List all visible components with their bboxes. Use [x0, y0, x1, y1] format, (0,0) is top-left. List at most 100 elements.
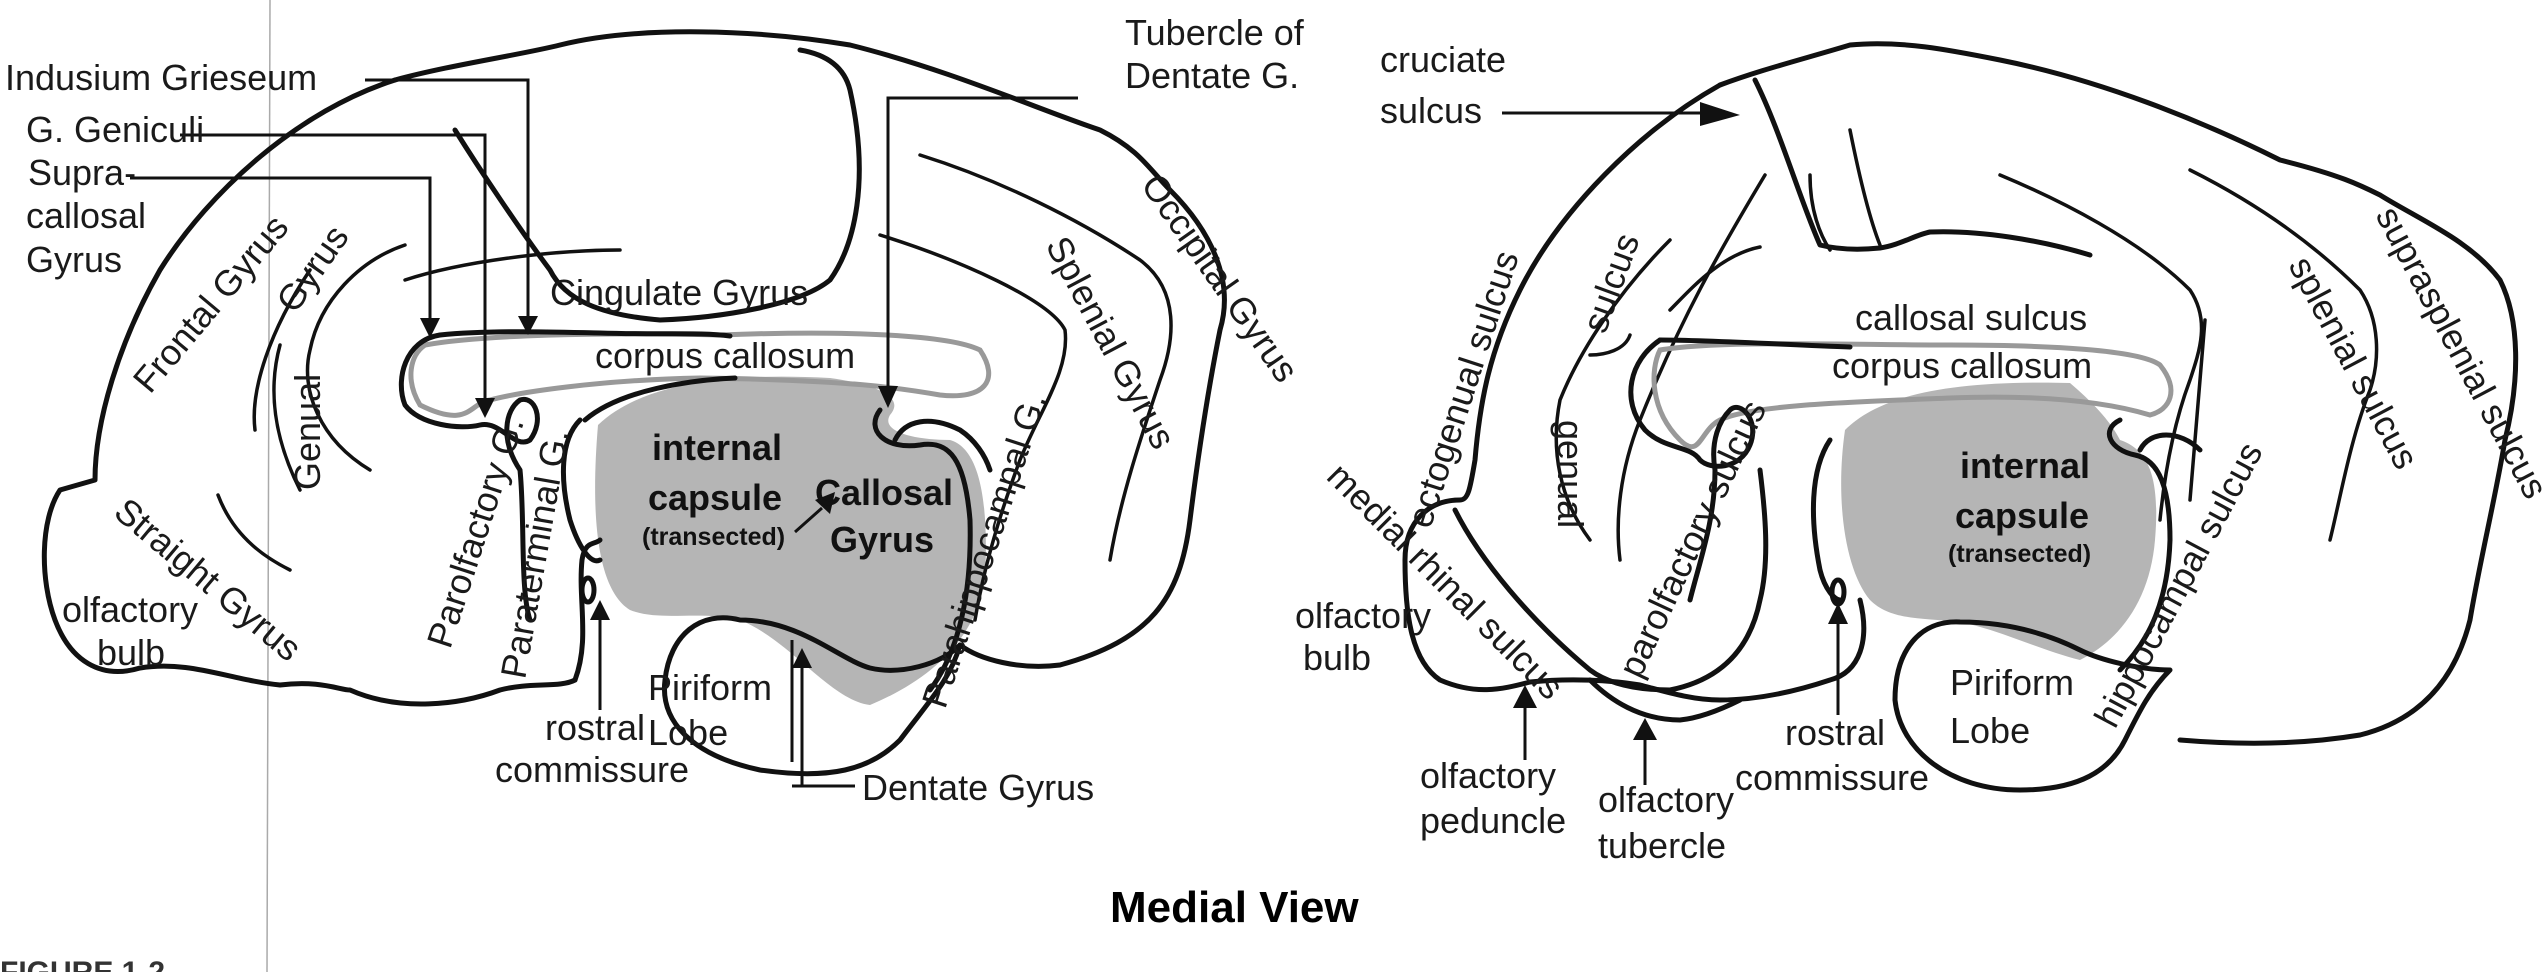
left-callosal-gyrus-border	[872, 407, 973, 693]
label-indusium-grieseum: Indusium Grieseum	[5, 57, 317, 98]
label-left-corpus-callosum: corpus callosum	[595, 335, 855, 376]
label-tubercle-2: Dentate G.	[1125, 55, 1299, 96]
right-capsule-left-border	[1810, 437, 1843, 603]
left-cruciate-curve	[452, 47, 862, 323]
label-callosal-gyrus-2: Gyrus	[830, 519, 934, 560]
left-rostral-commissure-mark	[579, 575, 597, 605]
label-supracallosal-3: Gyrus	[26, 239, 122, 280]
label-right-rostral: rostral	[1785, 712, 1885, 753]
right-genual-notch	[1588, 333, 1632, 357]
right-brain-outline	[1717, 41, 2519, 746]
label-right-transected: (transected)	[1948, 540, 2091, 568]
olfactory-tubercle-arrowhead	[1633, 718, 1657, 740]
right-hippocampal-sulcus-line	[1998, 173, 2204, 522]
label-supracallosal-2: callosal	[26, 195, 146, 236]
label-left-piriform: Piriform	[648, 667, 772, 708]
label-dentate-gyrus: Dentate Gyrus	[862, 767, 1094, 808]
left-internal-capsule-region	[595, 376, 986, 705]
right-internal-capsule-region	[1841, 382, 2157, 660]
label-left-transected: (transected)	[642, 523, 785, 551]
label-right-internal: internal	[1960, 445, 2090, 486]
right-olfactory-tubercle-bulge	[1587, 677, 1743, 723]
right-septum-loop	[1628, 337, 1756, 603]
label-left-olfactory-bulb-1: olfactory	[62, 589, 198, 630]
label-olfactory-peduncle-2: peduncle	[1420, 800, 1566, 841]
label-right-piriform: Piriform	[1950, 662, 2074, 703]
label-splenial-gyrus: Splenial Gyrus	[1038, 230, 1184, 456]
left-straight-sulcus	[216, 493, 292, 572]
label-occipital-gyrus: Occipital Gyrus	[1133, 166, 1307, 389]
label-g-geniculi: G. Geniculi	[26, 109, 204, 150]
label-callosal-sulcus: callosal sulcus	[1855, 297, 2087, 338]
dentate-gyrus-arrowhead	[792, 648, 812, 668]
right-genual-sulcus	[1554, 238, 1672, 542]
right-hook	[2137, 432, 2203, 453]
indusium-grieseum-leader	[365, 78, 530, 318]
cruciate-arrowhead	[1700, 102, 1740, 126]
right-ectogenual-sulcus	[1616, 173, 1767, 562]
label-callosal-gyrus-1: Callosal	[815, 472, 953, 513]
supracallosal-arrowhead	[420, 318, 440, 338]
label-tubercle-1: Tubercle of	[1125, 12, 1305, 53]
indusium-grieseum-arrowhead	[518, 316, 538, 335]
figure-title: Medial View	[1110, 883, 1359, 932]
right-cruciate-contour	[1752, 77, 2093, 258]
right-callosal-sulcus-border	[1657, 337, 1853, 350]
label-olfactory-tubercle-1: olfactory	[1598, 779, 1734, 820]
right-callosal-upper-sulcus	[1668, 245, 1762, 312]
label-right-lobe: Lobe	[1950, 710, 2030, 751]
tubercle-dentate-leader	[886, 96, 1078, 388]
label-left-internal: internal	[652, 427, 782, 468]
label-cingulate-gyrus: Cingulate Gyrus	[550, 272, 808, 313]
supracallosal-leader	[130, 176, 432, 320]
right-medial-rhinal-sulcus	[1452, 467, 1769, 693]
label-left-olfactory-bulb-2: bulb	[97, 632, 165, 673]
label-olfactory-peduncle-1: olfactory	[1420, 755, 1556, 796]
figure-caption-fragment: FIGURE 1-2	[0, 956, 165, 972]
left-paraterminal-contour	[561, 417, 603, 564]
left-capsule-top-border	[582, 375, 738, 423]
label-left-lobe: Lobe	[648, 712, 728, 753]
left-cingulate-sulcus	[403, 248, 622, 282]
label-genual-sulcus-word: sulcus	[1574, 228, 1647, 338]
label-left-rostral: rostral	[545, 707, 645, 748]
left-piriform-lobe	[661, 615, 963, 777]
left-brain-outline	[392, 29, 1227, 669]
right-inner-line	[2188, 318, 2207, 502]
olfactory-peduncle-arrowhead	[1513, 685, 1537, 708]
left-brain: Indusium Grieseum G. Geniculi Supra- cal…	[5, 12, 1307, 808]
right-brain: cruciate sulcus ectogenual sulcus sulcus…	[1295, 39, 2548, 866]
left-rostral-arrowhead	[590, 600, 610, 620]
right-piriform-lobe	[1892, 619, 2173, 793]
label-right-olfactory-bulb-2: bulb	[1303, 637, 1371, 678]
tubercle-dentate-arrowhead	[878, 386, 898, 408]
label-olfactory-tubercle-2: tubercle	[1598, 825, 1726, 866]
label-right-corpus-callosum: corpus callosum	[1832, 345, 2092, 386]
label-genual-right: genual	[1550, 420, 1591, 528]
label-right-commissure: commissure	[1735, 757, 1929, 798]
right-splenial-sulcus	[2188, 168, 2379, 542]
right-rostral-arrowhead	[1828, 603, 1848, 624]
left-frontal-outline	[41, 77, 578, 707]
left-frontal-sulcus-2	[272, 343, 302, 492]
label-cruciate: cruciate	[1380, 39, 1506, 80]
g-geniculi-arrowhead	[475, 398, 495, 418]
label-genual: Genual	[287, 374, 328, 490]
left-septum-loop	[398, 332, 540, 623]
callosal-gyrus-arrowhead	[815, 492, 835, 514]
right-corpus-callosum	[1651, 341, 2174, 450]
label-frontal-gyrus: Frontal Gyrus	[125, 207, 297, 400]
label-supracallosal-1: Supra-	[28, 152, 136, 193]
left-parahippocampal-sulcus	[878, 233, 1068, 622]
page-margin-line	[266, 0, 271, 972]
label-left-capsule: capsule	[648, 477, 782, 518]
label-right-capsule: capsule	[1955, 495, 2089, 536]
left-genual-sulcus	[305, 243, 407, 472]
left-dentate-hook	[892, 418, 993, 473]
right-sulcus-b	[1808, 173, 1832, 252]
label-right-olfactory-bulb-1: olfactory	[1295, 595, 1431, 636]
right-capsule-right-border	[2106, 417, 2173, 673]
label-cruciate-sulcus: sulcus	[1380, 90, 1482, 131]
right-frontal-outline	[1402, 82, 1867, 703]
